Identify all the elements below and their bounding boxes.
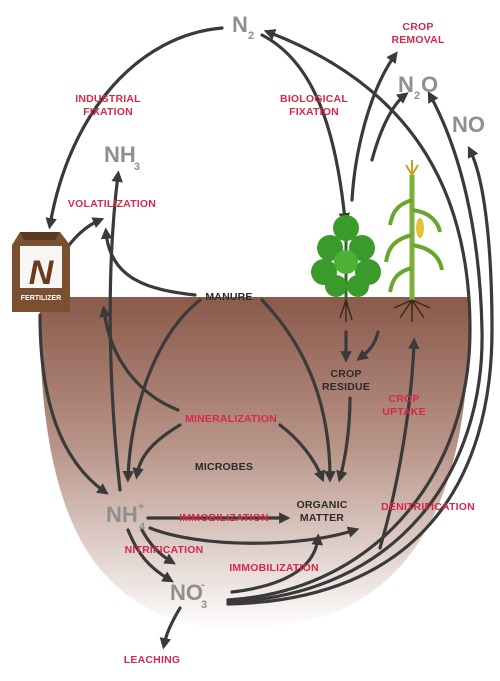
label-crop-residue-1: CROP xyxy=(330,368,361,380)
soil-area xyxy=(39,297,470,630)
label-crop-uptake-2: UPTAKE xyxy=(382,406,426,418)
no3-sup: - xyxy=(201,579,205,591)
fertilizer-bag-icon: N FERTILIZER xyxy=(12,232,70,312)
label-biological-fixation-2: FIXATION xyxy=(289,106,339,118)
arrow-immobilization-no3 xyxy=(230,533,323,594)
arrow-denitrification-n2 xyxy=(226,29,472,602)
label-immobilization-bottom: IMMOBILIZATION xyxy=(229,562,319,574)
nh4-sup: + xyxy=(138,501,144,513)
label-microbes: MICROBES xyxy=(195,461,253,473)
arrow-mineralization-organic xyxy=(278,423,325,483)
label-industrial-fixation-1: INDUSTRIAL xyxy=(75,93,141,105)
nh3-sub: 3 xyxy=(134,161,140,173)
species-nh3: NH 3 xyxy=(104,142,140,173)
arrow-corn-to-n2o xyxy=(370,92,409,162)
label-immobilization-top: IMMOBILIZATION xyxy=(179,512,269,524)
arrow-nitrification-2 xyxy=(140,528,176,565)
n2-main: N xyxy=(232,12,248,37)
label-denitrification: DENITRIFICATION xyxy=(381,501,475,513)
n2o-sub: 2 xyxy=(414,90,420,102)
arrow-fertilizer-to-nh4 xyxy=(38,313,109,495)
label-nitrification: NITRIFICATION xyxy=(125,544,204,556)
arrow-leaching xyxy=(159,606,182,650)
arrow-corn-roots-to-residue xyxy=(356,330,380,361)
species-n2o: N 2 O xyxy=(398,72,438,102)
label-crop-removal-1: CROP xyxy=(402,21,433,33)
nh4-main: NH xyxy=(106,502,138,527)
arrow-residue-to-organic xyxy=(336,396,352,483)
flow-arrows xyxy=(38,26,494,650)
species-no: NO xyxy=(452,112,485,137)
arrow-nh4-to-organic-lower xyxy=(148,526,360,545)
fertilizer-bag-letter: N xyxy=(29,254,55,292)
n2o-tail: O xyxy=(421,72,438,97)
nh3-main: NH xyxy=(104,142,136,167)
species-no3: NO - 3 xyxy=(170,579,207,611)
n2o-main: N xyxy=(398,72,414,97)
arrow-manure-to-nh4 xyxy=(122,298,202,483)
species-nh4: NH + 4 xyxy=(106,501,146,533)
label-organic-matter-2: MATTER xyxy=(300,512,344,524)
no3-main: NO xyxy=(170,580,203,605)
nh4-sub: 4 xyxy=(139,521,146,533)
fertilizer-bag-label: FERTILIZER xyxy=(21,295,61,302)
arrow-n2-to-fertilizer xyxy=(45,26,224,230)
soybean-plant-icon xyxy=(311,215,381,322)
label-manure: MANURE xyxy=(205,291,252,303)
arrow-denitrification-no xyxy=(226,145,494,606)
arrow-biological-fixation xyxy=(260,33,351,225)
label-crop-residue-2: RESIDUE xyxy=(322,381,370,393)
no-main: NO xyxy=(452,112,485,137)
species-n2: N 2 xyxy=(232,12,254,42)
corn-plant-icon xyxy=(384,160,444,322)
label-leaching: LEACHING xyxy=(124,654,180,666)
label-industrial-fixation-2: FIXATION xyxy=(83,106,133,118)
arrow-manure-to-organic xyxy=(260,298,336,483)
label-crop-removal-2: REMOVAL xyxy=(391,34,445,46)
label-organic-matter-1: ORGANIC xyxy=(297,499,348,511)
label-volatilization: VOLATILIZATION xyxy=(68,198,156,210)
arrow-crop-uptake xyxy=(378,337,420,550)
label-biological-fixation-1: BIOLOGICAL xyxy=(280,93,348,105)
arrow-nitrification xyxy=(126,528,174,583)
n2-sub: 2 xyxy=(248,30,254,42)
arrow-mineralization-nh3 xyxy=(99,305,180,412)
no3-sub: 3 xyxy=(201,599,207,611)
arrow-manure-to-nh3 xyxy=(100,227,197,297)
arrow-denitrification-n2o xyxy=(226,90,484,604)
label-mineralization: MINERALIZATION xyxy=(185,413,277,425)
arrow-crop-removal xyxy=(350,51,398,202)
label-crop-uptake-1: CROP xyxy=(388,393,419,405)
arrow-mineralization-nh4 xyxy=(132,423,182,480)
